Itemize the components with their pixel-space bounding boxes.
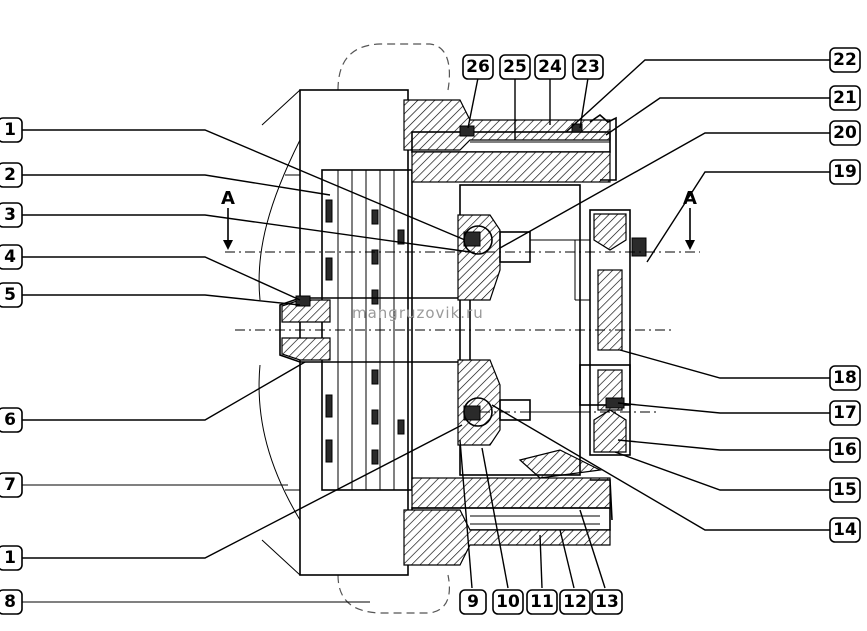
- callout-11: 11: [526, 589, 558, 615]
- svg-text:4: 4: [4, 247, 16, 267]
- svg-text:10: 10: [496, 592, 520, 612]
- svg-text:24: 24: [538, 57, 562, 77]
- callout-7: 7: [0, 472, 23, 498]
- callout-15: 15: [829, 477, 861, 503]
- svg-text:8: 8: [4, 592, 16, 612]
- svg-text:18: 18: [833, 368, 857, 388]
- svg-text:22: 22: [833, 50, 857, 70]
- callout-18: 18: [829, 365, 861, 391]
- axle-shaft: [279, 295, 471, 363]
- upper-cylinder-housing: [403, 99, 617, 183]
- section-letter-left: A: [221, 188, 235, 209]
- callout-21: 21: [829, 85, 861, 111]
- callout-17: 17: [829, 400, 861, 426]
- callout-24: 24: [534, 54, 566, 80]
- svg-text:12: 12: [563, 592, 587, 612]
- svg-text:25: 25: [503, 57, 527, 77]
- svg-text:20: 20: [833, 123, 857, 143]
- svg-text:6: 6: [4, 410, 16, 430]
- section-arrow-right: [685, 208, 695, 250]
- svg-text:15: 15: [833, 480, 857, 500]
- end-cover: [574, 209, 647, 456]
- callout-6: 6: [0, 407, 23, 433]
- svg-text:3: 3: [4, 205, 16, 225]
- callout-1-top: 1: [0, 117, 23, 143]
- callout-26: 26: [462, 54, 494, 80]
- svg-text:21: 21: [833, 88, 857, 108]
- section-arrow-left: [223, 208, 233, 250]
- watermark: mangruzovik.ru: [352, 304, 484, 322]
- callout-22: 22: [829, 47, 861, 73]
- svg-text:7: 7: [4, 475, 16, 495]
- callout-9: 9: [459, 589, 487, 615]
- callout-20: 20: [829, 120, 861, 146]
- wheel-phantom-outline: [337, 43, 451, 614]
- callout-25: 25: [499, 54, 531, 80]
- svg-text:16: 16: [833, 440, 857, 460]
- svg-text:11: 11: [530, 592, 554, 612]
- callout-12: 12: [559, 589, 591, 615]
- svg-text:2: 2: [4, 165, 16, 185]
- callout-2: 2: [0, 162, 23, 188]
- svg-text:1: 1: [4, 548, 16, 568]
- callout-19: 19: [829, 159, 861, 185]
- callout-1-bottom: 1: [0, 545, 23, 571]
- leader-lines: [20, 59, 842, 603]
- svg-text:26: 26: [466, 57, 490, 77]
- callout-10: 10: [492, 589, 524, 615]
- cross-section-drawing: [223, 43, 700, 614]
- callout-labels: 1 2 3 4 5 6 7 1 8 9 10 11 12 13 14 15 16…: [0, 47, 861, 615]
- section-letter-right: A: [683, 188, 697, 209]
- svg-text:5: 5: [4, 285, 16, 305]
- callout-3: 3: [0, 202, 23, 228]
- svg-text:23: 23: [576, 57, 600, 77]
- svg-text:1: 1: [4, 120, 16, 140]
- svg-text:19: 19: [833, 162, 857, 182]
- callout-16: 16: [829, 437, 861, 463]
- callout-8: 8: [0, 589, 23, 615]
- callout-14: 14: [829, 517, 861, 543]
- svg-text:17: 17: [833, 403, 857, 423]
- callout-4: 4: [0, 244, 23, 270]
- callout-23: 23: [572, 54, 604, 80]
- svg-text:9: 9: [467, 592, 479, 612]
- callout-13: 13: [591, 589, 623, 615]
- callout-5: 5: [0, 282, 23, 308]
- svg-text:13: 13: [595, 592, 619, 612]
- svg-text:14: 14: [833, 520, 857, 540]
